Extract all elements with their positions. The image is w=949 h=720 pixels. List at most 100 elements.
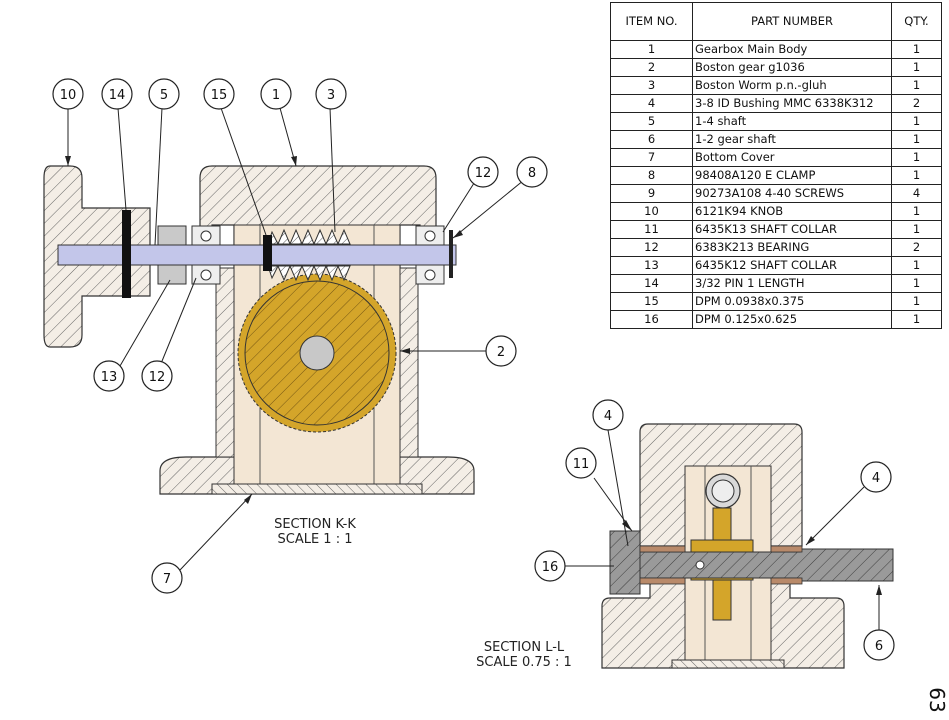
bom-part: 1-2 gear shaft <box>692 130 892 149</box>
bom-item: 4 <box>610 94 693 113</box>
svg-text:14: 14 <box>109 88 126 103</box>
input-shaft <box>57 244 457 266</box>
bom-part: 3/32 PIN 1 LENGTH <box>692 274 892 293</box>
pin-3-32 <box>122 210 131 298</box>
balloon-12-bottom: 12 <box>141 360 173 392</box>
bom-part: 98408A120 E CLAMP <box>692 166 892 185</box>
bom-item: 14 <box>610 274 693 293</box>
svg-text:6: 6 <box>875 639 883 654</box>
gear-shaft <box>611 548 894 582</box>
bom-qty: 1 <box>891 58 942 77</box>
pin-dpm-125 <box>695 560 705 570</box>
bom-part: 90273A108 4-40 SCREWS <box>692 184 892 203</box>
bom-header-item: ITEM NO. <box>610 2 693 41</box>
bom-part: Gearbox Main Body <box>692 40 892 59</box>
bom-item: 5 <box>610 112 693 131</box>
bom-qty: 1 <box>891 256 942 275</box>
bom-qty: 1 <box>891 274 942 293</box>
bom-qty: 1 <box>891 112 942 131</box>
leader-arrows-ll <box>622 520 882 595</box>
bom-item: 10 <box>610 202 693 221</box>
bom-part: Boston gear g1036 <box>692 58 892 77</box>
svg-text:2: 2 <box>497 345 505 360</box>
bom-part: DPM 0.0938x0.375 <box>692 292 892 311</box>
bom-qty: 1 <box>891 292 942 311</box>
svg-text:3: 3 <box>327 88 335 103</box>
balloon-6: 6 <box>863 629 895 661</box>
section-kk-scale: SCALE 1 : 1 <box>278 532 353 547</box>
svg-text:12: 12 <box>475 166 492 181</box>
leaders-kk <box>67 107 525 571</box>
balloon-8: 8 <box>516 156 548 188</box>
bom-part: 6435K13 SHAFT COLLAR <box>692 220 892 239</box>
svg-text:5: 5 <box>160 88 168 103</box>
bom-header-qty: QTY. <box>891 2 942 41</box>
bom-item: 7 <box>610 148 693 167</box>
bom-item: 13 <box>610 256 693 275</box>
balloon-3: 3 <box>315 78 347 110</box>
balloon-15: 15 <box>203 78 235 110</box>
bushing-left-bottom <box>639 577 686 585</box>
bom-part: 6435K12 SHAFT COLLAR <box>692 256 892 275</box>
shaft-collar-11 <box>609 530 641 595</box>
balloon-1: 1 <box>260 78 292 110</box>
bearing-right <box>415 225 445 285</box>
balloon-4-right: 4 <box>860 461 892 493</box>
balloon-16: 16 <box>534 550 566 582</box>
balloon-11: 11 <box>565 447 597 479</box>
bom-qty: 1 <box>891 130 942 149</box>
bom-part: DPM 0.125x0.625 <box>692 310 892 329</box>
svg-text:15: 15 <box>211 88 228 103</box>
svg-text:13: 13 <box>101 370 118 385</box>
gear-g1036 <box>237 273 397 433</box>
bottom-cover <box>211 483 423 495</box>
shaft-collar-13-top <box>157 225 187 246</box>
section-kk-title: SECTION K-K <box>274 517 356 532</box>
bom-item: 3 <box>610 76 693 95</box>
bom-qty: 4 <box>891 184 942 203</box>
bom-item: 6 <box>610 130 693 149</box>
svg-text:7: 7 <box>163 572 171 587</box>
bom-qty: 2 <box>891 94 942 113</box>
balloon-7: 7 <box>151 562 183 594</box>
bom-item: 9 <box>610 184 693 203</box>
bom-qty: 1 <box>891 220 942 239</box>
bom-qty: 1 <box>891 76 942 95</box>
bom-item: 2 <box>610 58 693 77</box>
svg-text:10: 10 <box>60 88 77 103</box>
bom-part: Boston Worm p.n.-gluh <box>692 76 892 95</box>
bushing-right-bottom <box>770 577 803 585</box>
svg-text:16: 16 <box>542 560 559 575</box>
bom-part: 1-4 shaft <box>692 112 892 131</box>
bom-qty: 2 <box>891 238 942 257</box>
e-clamp <box>449 230 453 278</box>
shaft-collar-13-bottom <box>157 264 187 285</box>
bom-item: 12 <box>610 238 693 257</box>
ll-bottom-cover <box>671 659 785 669</box>
bom-part: 6383K213 BEARING <box>692 238 892 257</box>
section-ll-view: SECTION L-L SCALE 0.75 : 1 <box>476 423 894 670</box>
svg-text:12: 12 <box>149 370 166 385</box>
bom-header-part: PART NUMBER <box>692 2 892 41</box>
bom-part: 3-8 ID Bushing MMC 6338K312 <box>692 94 892 113</box>
page-number: 63 <box>925 687 949 712</box>
bom-part: Bottom Cover <box>692 148 892 167</box>
gear-bore <box>299 335 335 371</box>
svg-text:4: 4 <box>872 471 880 486</box>
svg-text:8: 8 <box>528 166 536 181</box>
bom-part: 6121K94 KNOB <box>692 202 892 221</box>
bom-item: 1 <box>610 40 693 59</box>
balloon-12-top: 12 <box>467 156 499 188</box>
balloon-5: 5 <box>148 78 180 110</box>
